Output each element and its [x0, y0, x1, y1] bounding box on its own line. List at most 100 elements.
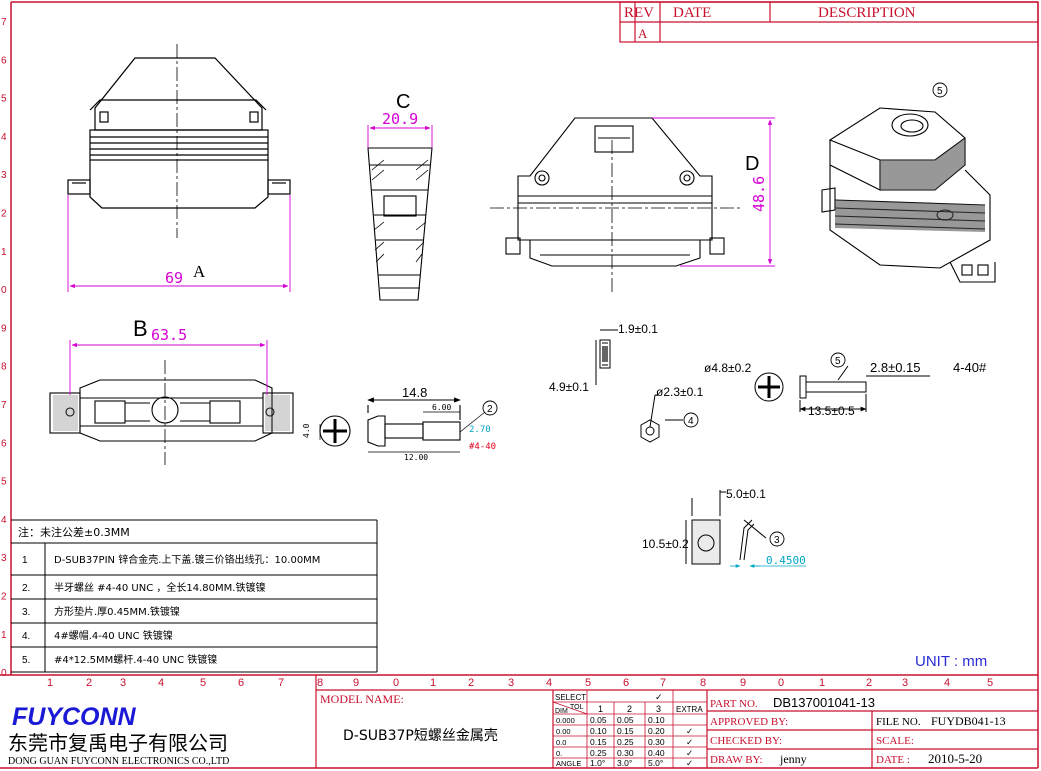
left-axis-number: 7 — [1, 17, 7, 28]
left-axis-number: 8 — [1, 362, 7, 373]
view-d-front — [490, 117, 740, 295]
bottom-axis-number: 3 — [508, 677, 514, 689]
note-num-5: 5. — [22, 655, 30, 666]
bottom-axis-number: 4 — [158, 677, 164, 689]
balloon-iso: 5 — [937, 86, 943, 97]
note-text-3: 方形垫片.厚0.45MM.铁镀镍 — [54, 605, 180, 618]
part-no-value: DB137001041-13 — [773, 695, 875, 710]
view-a-front — [67, 44, 291, 238]
note-text-2: 半牙螺丝 #4-40 UNC ，全长14.80MM.铁镀镍 — [54, 581, 265, 594]
left-axis-number: 5 — [1, 477, 7, 488]
company-cn: 东莞市复禹电子有限公司 — [8, 731, 228, 755]
tol-check-mark: ✓ — [686, 737, 693, 747]
draw-label: DRAW BY: — [710, 754, 763, 766]
tol-header-extra: EXTRA — [676, 705, 703, 714]
bottom-axis-number: 4 — [944, 677, 950, 689]
model-value: D-SUB37P短螺丝金属壳 — [343, 727, 498, 744]
note-num-2: 2. — [22, 583, 30, 594]
left-axis-number: 2 — [1, 592, 7, 603]
tol-check-mark: ✓ — [686, 726, 693, 736]
plate-thickness: 0.4500 — [766, 554, 806, 567]
scale-label: SCALE: — [876, 735, 914, 747]
tol-dim-cell: 0.0 — [556, 738, 566, 747]
washer-thickness: 1.9±0.1 — [618, 322, 658, 336]
long-screw-thread: 4-40# — [953, 360, 987, 375]
tol-value-cell: 0.30 — [648, 737, 665, 747]
bottom-axis-number: 2 — [468, 677, 474, 689]
note-num-1: 1 — [22, 555, 28, 566]
bottom-axis-number: 3 — [120, 677, 126, 689]
bottom-axis-number: 3 — [902, 677, 908, 689]
tol-dim-cell: 0. — [556, 749, 562, 758]
left-axis-number: 9 — [1, 323, 7, 334]
rev-header: REV — [624, 5, 654, 21]
part-no-label: PART NO. — [710, 698, 758, 710]
dimension-c — [367, 125, 433, 148]
screw-part — [319, 397, 486, 453]
bottom-axis-number: 9 — [740, 677, 746, 689]
note-num-4: 4. — [22, 631, 30, 642]
tol-header-1: 1 — [598, 704, 603, 714]
date-header: DATE — [673, 5, 711, 21]
left-axis-number: 5 — [1, 94, 7, 105]
view-d-label: D — [745, 153, 759, 175]
rev-value: A — [638, 26, 648, 41]
dimension-b — [69, 340, 268, 395]
plate-height: 10.5±0.2 — [642, 537, 689, 551]
bottom-axis-number: 7 — [660, 677, 666, 689]
left-axis-number: 1 — [1, 630, 7, 641]
dim-c-value: 20.9 — [382, 110, 418, 128]
note-text-4: 4#螺帽.4-40 UNC 铁镀镍 — [54, 629, 173, 642]
checked-label: CHECKED BY: — [710, 735, 782, 747]
bottom-axis-number: 5 — [585, 677, 591, 689]
isometric-view — [821, 107, 996, 283]
unit-label: UNIT : mm — [915, 653, 987, 670]
nut-part — [640, 394, 683, 443]
bottom-axis-number: 2 — [866, 677, 872, 689]
model-label: MODEL NAME: — [320, 692, 404, 706]
dimension-a — [67, 195, 291, 292]
long-screw-length: 13.5±0.5 — [808, 404, 855, 418]
tol-header-2: 2 — [627, 704, 632, 714]
draw-value: jenny — [779, 752, 807, 766]
bottom-axis-number: 1 — [819, 677, 825, 689]
bottom-axis-number: 8 — [317, 677, 323, 689]
balloon-long-screw: 5 — [835, 356, 841, 367]
bottom-axis-number: 0 — [393, 677, 399, 689]
left-axis-number: 7 — [1, 400, 7, 411]
tol-value-cell: 0.15 — [617, 726, 634, 736]
long-screw-head: ø4.8±0.2 — [704, 361, 752, 375]
left-axis-number: 1 — [1, 247, 7, 258]
screw-head-dia: 4.0 — [302, 423, 311, 438]
tol-value-cell: 0.05 — [617, 715, 634, 725]
company-en: DONG GUAN FUYCONN ELECTRONICS CO.,LTD — [8, 756, 229, 767]
view-b-bottom — [49, 360, 294, 465]
screw-shank: 2.70 — [469, 425, 491, 435]
washer-height: 4.9±0.1 — [549, 380, 589, 394]
view-c-side — [367, 147, 433, 301]
bottom-axis-number: 1 — [430, 677, 436, 689]
tolerance-grid — [552, 690, 707, 768]
tol-tol-label: TOL — [570, 704, 584, 711]
bottom-axis-number: 6 — [238, 677, 244, 689]
plate-width: 5.0±0.1 — [726, 487, 766, 501]
plate-part — [685, 490, 767, 565]
tol-dim-cell: ANGLE — [556, 759, 581, 768]
screw-thread: #4-40 — [469, 442, 496, 452]
bottom-axis-number: 8 — [700, 677, 706, 689]
title-block-lines — [315, 675, 1038, 768]
view-c-hatching — [371, 159, 429, 263]
left-axis-number: 4 — [1, 132, 7, 143]
notes-table — [11, 519, 378, 673]
tol-value-cell: 5.0° — [648, 758, 663, 768]
dim-d-value: 48.6 — [750, 176, 768, 212]
tol-value-cell: 0.10 — [590, 726, 607, 736]
long-screw-shank: 2.8±0.15 — [870, 360, 921, 375]
note-text-1: D-SUB37PIN 锌合金壳.上下盖.镀三价铬出线孔：10.00MM — [54, 553, 320, 566]
tol-value-cell: 0.05 — [590, 715, 607, 725]
view-a-label: A — [193, 262, 206, 281]
